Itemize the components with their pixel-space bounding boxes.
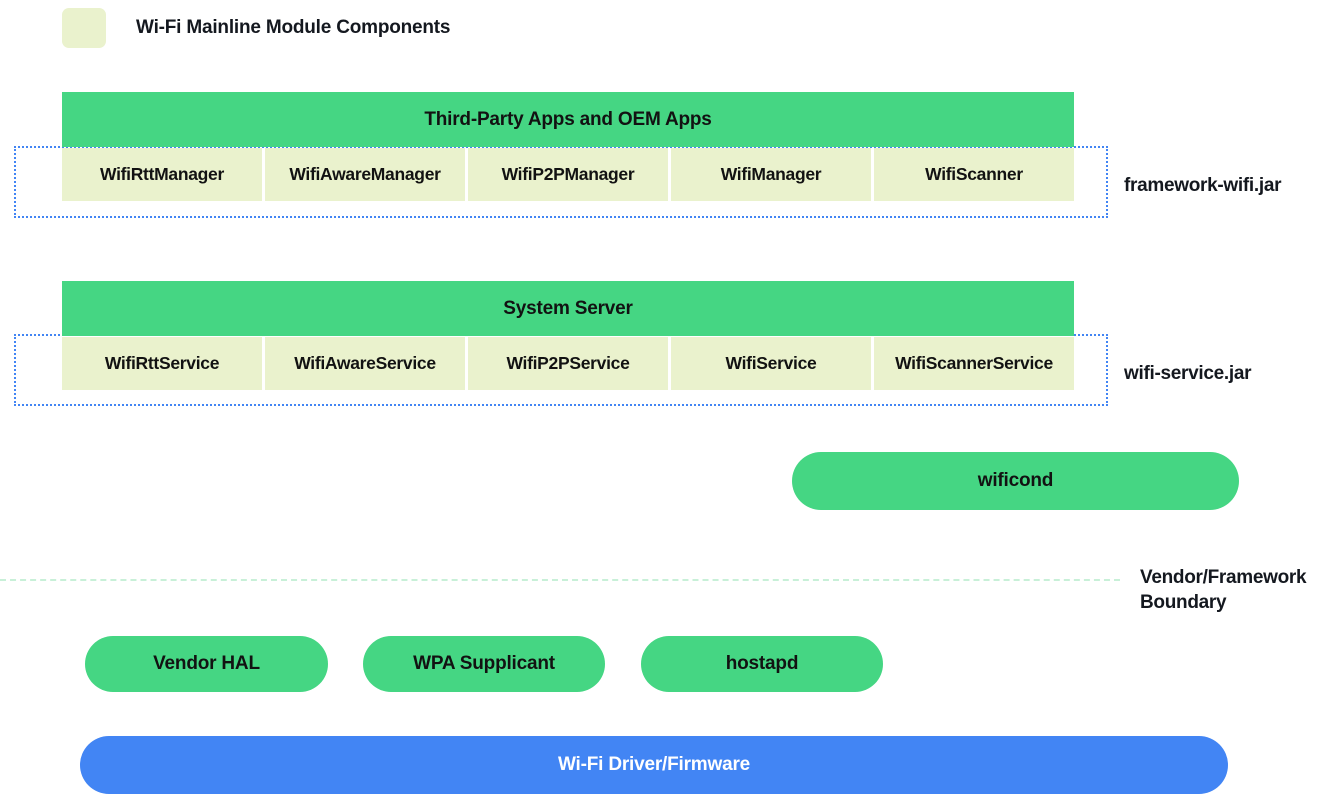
- cell-label: WifiScannerService: [895, 353, 1053, 373]
- cell-wifiservice[interactable]: WifiService: [671, 337, 871, 390]
- wificond-label: wificond: [977, 470, 1054, 491]
- cell-label: WifiP2PService: [506, 353, 630, 373]
- cell-label: WifiP2PManager: [501, 164, 635, 184]
- framework-wifi-jar-label: framework-wifi.jar: [1124, 175, 1282, 196]
- cell-label: WifiAwareService: [294, 353, 436, 373]
- cell-wifimanager[interactable]: WifiManager: [671, 148, 871, 201]
- legend: Wi-Fi Mainline Module Components: [62, 8, 451, 48]
- wpa-supplicant-node[interactable]: WPA Supplicant: [363, 636, 605, 692]
- cell-label: WifiManager: [720, 164, 822, 184]
- vendor-framework-boundary-line: [0, 579, 1120, 581]
- framework-layer: Third-Party Apps and OEM Apps WifiRttMan…: [62, 92, 1074, 201]
- wifi-driver-firmware-node[interactable]: Wi-Fi Driver/Firmware: [80, 736, 1228, 794]
- system-server-cell-row: WifiRttService WifiAwareService WifiP2PS…: [62, 337, 1074, 390]
- system-server-header: System Server: [62, 281, 1074, 336]
- wifi-service-jar-label: wifi-service.jar: [1124, 363, 1252, 384]
- wificond-node[interactable]: wificond: [792, 452, 1239, 510]
- third-party-apps-header: Third-Party Apps and OEM Apps: [62, 92, 1074, 147]
- system-server-layer: System Server WifiRttService WifiAwareSe…: [62, 281, 1074, 390]
- system-server-label: System Server: [503, 297, 633, 319]
- cell-wifip2pmanager[interactable]: WifiP2PManager: [468, 148, 668, 201]
- cell-label: WifiScanner: [925, 164, 1023, 184]
- cell-label: WifiService: [725, 353, 817, 373]
- third-party-apps-label: Third-Party Apps and OEM Apps: [424, 108, 712, 130]
- cell-wifirttservice[interactable]: WifiRttService: [62, 337, 262, 390]
- cell-label: WifiRttManager: [100, 164, 224, 184]
- module-swatch-icon: [62, 8, 106, 48]
- hostapd-label: hostapd: [725, 653, 799, 674]
- vendor-framework-boundary-label: Vendor/Framework Boundary: [1140, 567, 1307, 613]
- vendor-hal-node[interactable]: Vendor HAL: [85, 636, 328, 692]
- cell-wifiawareservice[interactable]: WifiAwareService: [265, 337, 465, 390]
- cell-wifirttmanager[interactable]: WifiRttManager: [62, 148, 262, 201]
- cell-wifip2pservice[interactable]: WifiP2PService: [468, 337, 668, 390]
- cell-wifiscanner[interactable]: WifiScanner: [874, 148, 1074, 201]
- vendor-hal-label: Vendor HAL: [153, 653, 260, 674]
- wifi-driver-firmware-label: Wi-Fi Driver/Firmware: [557, 754, 751, 775]
- cell-label: WifiRttService: [104, 353, 220, 373]
- framework-cell-row: WifiRttManager WifiAwareManager WifiP2PM…: [62, 148, 1074, 201]
- wpa-supplicant-label: WPA Supplicant: [413, 653, 555, 674]
- legend-label: Wi-Fi Mainline Module Components: [136, 17, 451, 38]
- cell-wifiawaremanager[interactable]: WifiAwareManager: [265, 148, 465, 201]
- hostapd-node[interactable]: hostapd: [641, 636, 883, 692]
- cell-wifiscannerservice[interactable]: WifiScannerService: [874, 337, 1074, 390]
- cell-label: WifiAwareManager: [289, 164, 441, 184]
